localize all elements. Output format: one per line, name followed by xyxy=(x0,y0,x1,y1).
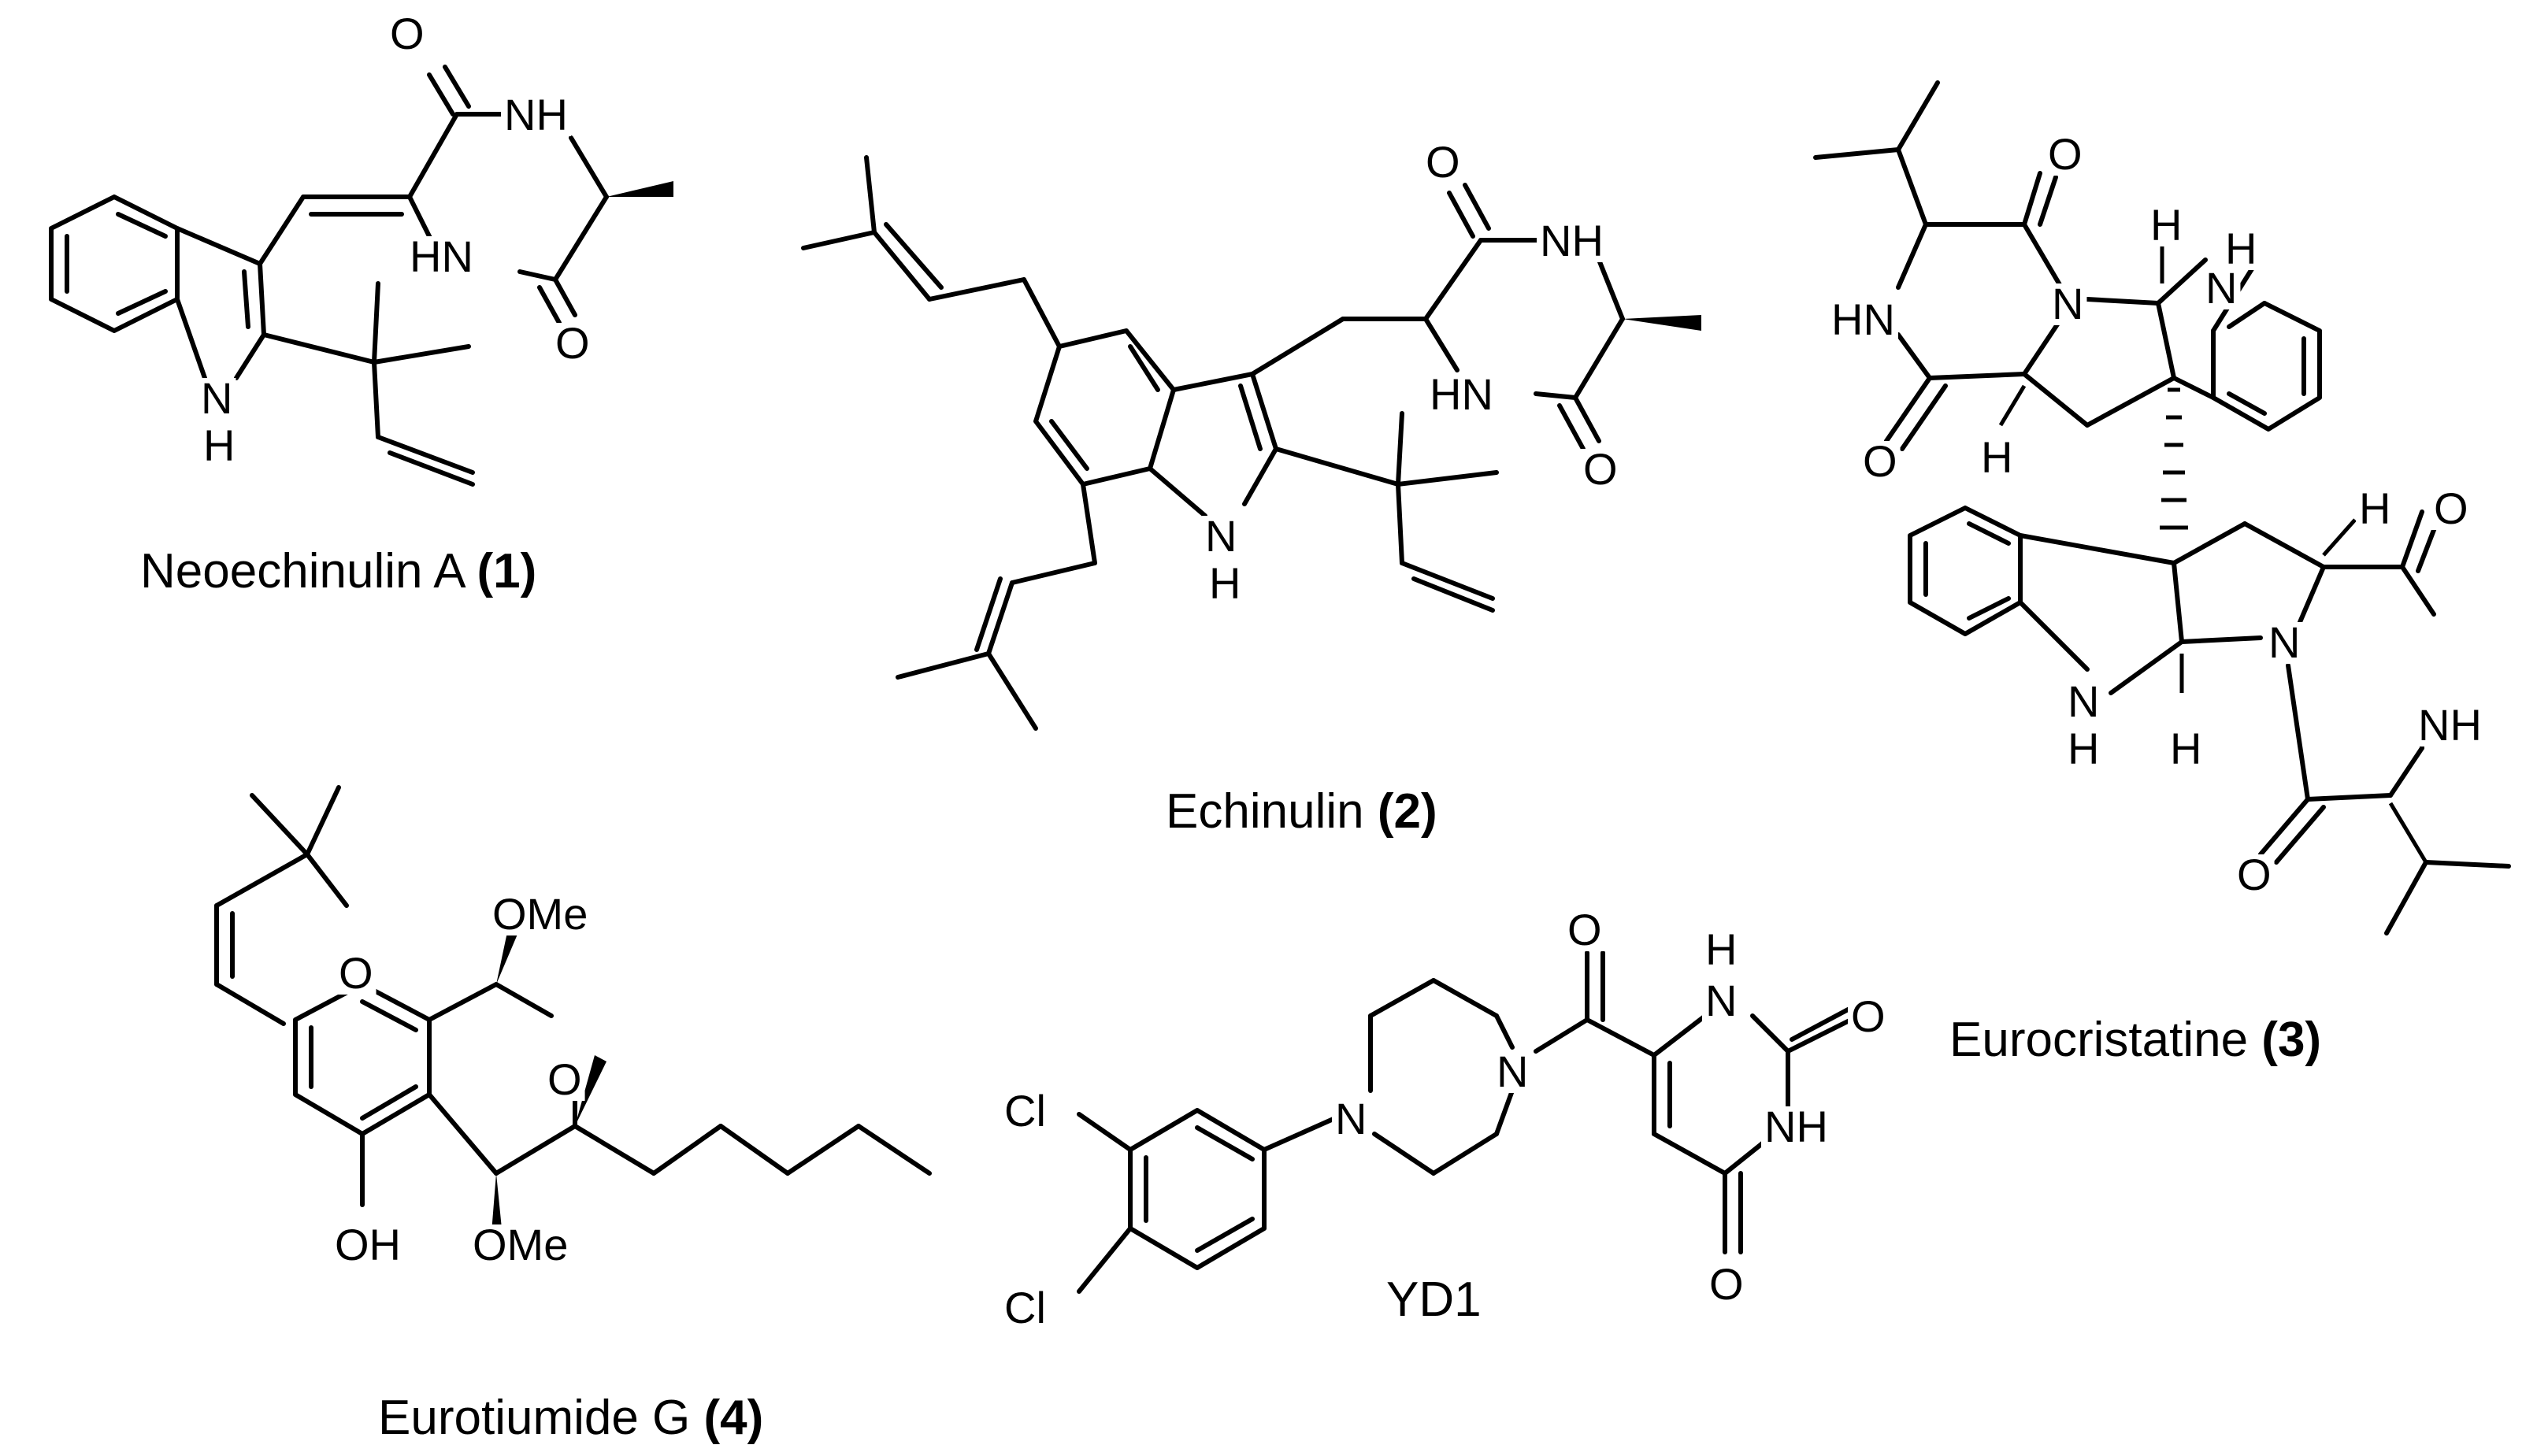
compound-name: Neoechinulin A xyxy=(140,544,464,598)
atom-o: O xyxy=(339,948,373,998)
echinulin-structure: O NH HN O N H xyxy=(801,137,1701,731)
atom-n: N xyxy=(2068,676,2099,726)
atom-nh: NH xyxy=(504,90,568,139)
atom-h: H xyxy=(2225,224,2257,273)
atom-h: H xyxy=(2359,483,2390,533)
caption-yd1: YD1 xyxy=(1386,1272,1482,1328)
atom-ome: OMe xyxy=(473,1220,568,1269)
atom-o: O xyxy=(390,9,425,58)
atom-h: H xyxy=(2150,200,2182,250)
atom-o: O xyxy=(1583,444,1618,494)
atom-h: H xyxy=(203,420,235,470)
caption-eurocristatine: Eurocristatine (3) xyxy=(1949,1012,2321,1068)
atom-h: H xyxy=(2170,724,2201,773)
atom-o: O xyxy=(2237,850,2272,899)
compound-name: Echinulin xyxy=(1166,784,1364,839)
atom-h: H xyxy=(2068,724,2099,773)
atom-o: O xyxy=(2434,483,2468,533)
atom-n: N xyxy=(1205,511,1237,561)
atom-n: N xyxy=(201,373,232,423)
atom-ome: OMe xyxy=(492,889,588,939)
atom-nh: NH xyxy=(1764,1102,1828,1151)
atom-o: O xyxy=(1426,137,1460,187)
compound-number: (4) xyxy=(703,1391,764,1445)
compound-number: (2) xyxy=(1377,784,1437,839)
atom-n: N xyxy=(1705,976,1737,1025)
compound-number: (1) xyxy=(477,544,537,598)
atom-n: N xyxy=(2268,617,2300,667)
atom-hn: HN xyxy=(1831,295,1895,344)
atom-cl: Cl xyxy=(1004,1283,1046,1332)
atom-n: N xyxy=(2052,279,2083,328)
atom-o: O xyxy=(547,1054,582,1104)
eurotiumide-g-structure: O OMe O OH OMe xyxy=(214,785,932,1269)
atom-o: O xyxy=(1851,991,1886,1041)
compound-name: Eurocristatine xyxy=(1949,1013,2249,1067)
atom-h: H xyxy=(1981,432,2012,482)
caption-echinulin: Echinulin (2) xyxy=(1166,784,1437,839)
atom-o: O xyxy=(1567,905,1602,954)
atom-hn: HN xyxy=(410,232,473,281)
neoechinulin-a-structure: O NH HN O N H xyxy=(49,9,673,487)
atom-cl: Cl xyxy=(1004,1086,1046,1136)
compound-number: (3) xyxy=(2261,1013,2322,1067)
compound-name: Eurotiumide G xyxy=(378,1391,691,1445)
atom-n: N xyxy=(1335,1094,1367,1143)
atom-o: O xyxy=(555,318,590,368)
atom-n: N xyxy=(2205,263,2237,313)
atom-nh: NH xyxy=(2418,700,2482,750)
caption-eurotiumide-g: Eurotiumide G (4) xyxy=(378,1390,763,1446)
atom-nh: NH xyxy=(1540,216,1604,265)
atom-o: O xyxy=(2048,129,2083,179)
atom-oh: OH xyxy=(335,1220,401,1269)
compound-name: YD1 xyxy=(1386,1273,1482,1327)
caption-neoechinulin-a: Neoechinulin A (1) xyxy=(140,543,536,599)
atom-h: H xyxy=(1705,924,1737,974)
atom-o: O xyxy=(1709,1259,1744,1309)
eurocristatine-structure: O HN N H H N O H H O NH N N H H O xyxy=(1813,80,2511,935)
atom-hn: HN xyxy=(1430,369,1493,419)
yd1-structure: O N N H N O NH O Cl Cl xyxy=(1001,905,1889,1332)
atom-o: O xyxy=(1863,436,1897,486)
atom-n: N xyxy=(1497,1047,1528,1096)
atom-h: H xyxy=(1209,558,1241,608)
